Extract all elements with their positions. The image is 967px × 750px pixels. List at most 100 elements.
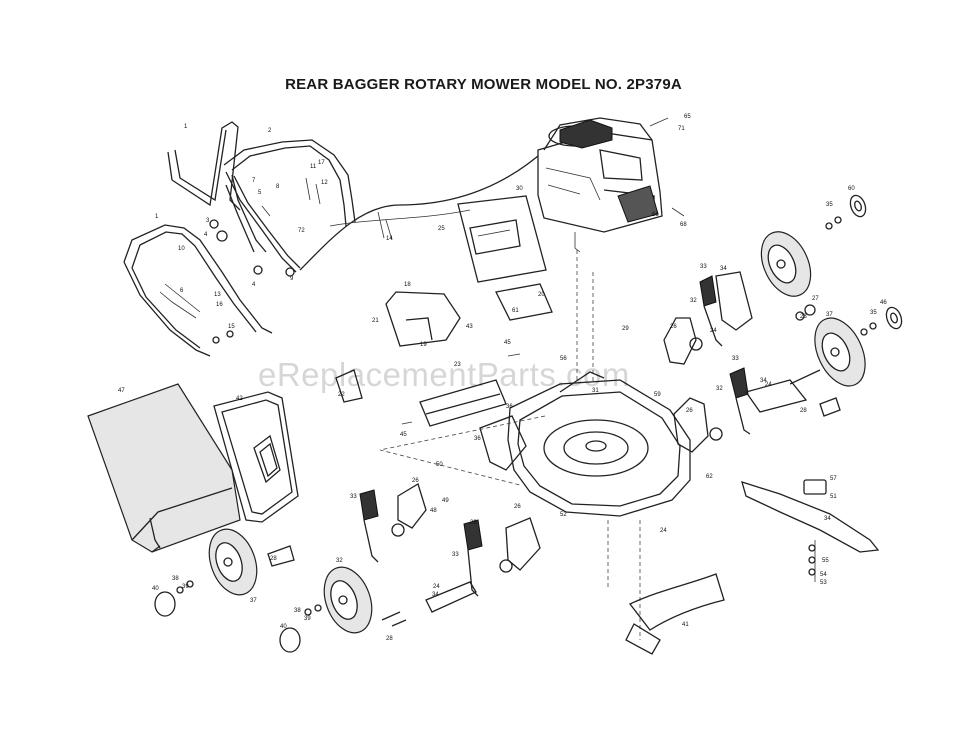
- part-label-14: 14: [386, 236, 393, 242]
- part-label-2: 2: [268, 128, 272, 134]
- part-label-16: 16: [216, 302, 223, 308]
- part-label-15: 15: [228, 324, 235, 330]
- washers: [176, 216, 877, 616]
- part-label-26c: 26: [412, 478, 419, 484]
- wheel-right-front: [789, 317, 866, 387]
- part-label-24: 24: [765, 382, 772, 388]
- part-label-57: 57: [830, 476, 837, 482]
- hub-cap-top-right: [849, 194, 867, 218]
- part-label-11: 11: [310, 164, 317, 170]
- part-label-65: 65: [684, 114, 691, 120]
- handle-upper-right: [223, 139, 356, 273]
- part-label-72: 72: [298, 228, 305, 234]
- part-label-55: 55: [822, 558, 829, 564]
- part-label-50: 50: [436, 462, 443, 468]
- part-label-8: 8: [276, 184, 280, 190]
- part-label-3: 3: [206, 218, 210, 224]
- part-label-17: 17: [318, 160, 325, 166]
- part-label-37: 37: [250, 598, 257, 604]
- part-label-46: 46: [880, 300, 887, 306]
- part-label-32: 32: [690, 298, 697, 304]
- part-label-4b: 4: [252, 282, 256, 288]
- upper-handle: [167, 121, 267, 253]
- height-adjuster-left-rear: [425, 517, 541, 613]
- part-label-34: 34: [720, 266, 727, 272]
- part-label-52: 52: [560, 512, 567, 518]
- part-label-34d: 34: [432, 592, 439, 598]
- watermark: eReplacementParts.com: [258, 356, 630, 393]
- part-label-45b: 45: [400, 432, 407, 438]
- wheel-left-front: [323, 566, 407, 634]
- part-label-28c: 28: [270, 556, 277, 562]
- part-label-10: 10: [178, 246, 185, 252]
- part-label-26b: 26: [686, 408, 693, 414]
- part-label-29: 29: [622, 326, 629, 332]
- part-label-37b: 37: [826, 312, 833, 318]
- part-label-51: 51: [830, 494, 837, 500]
- part-label-53: 53: [820, 580, 827, 586]
- part-label-56: 56: [560, 356, 567, 362]
- part-label-54: 54: [820, 572, 827, 578]
- hub-cap-left: [154, 591, 176, 617]
- grass-bag-frame: [213, 391, 299, 523]
- part-label-26: 26: [670, 324, 677, 330]
- part-label-24c: 24: [433, 584, 440, 590]
- part-label-47: 47: [118, 388, 125, 394]
- part-label-26d: 26: [514, 504, 521, 510]
- part-label-1b: 1: [155, 214, 159, 220]
- control-bracket: [457, 195, 547, 283]
- part-label-40b: 40: [280, 624, 287, 630]
- part-label-24b: 24: [710, 328, 717, 334]
- part-label-6: 6: [180, 288, 184, 294]
- part-label-5: 5: [258, 190, 262, 196]
- part-label-12: 12: [321, 180, 328, 186]
- height-adjuster-left-front: [359, 483, 427, 563]
- part-label-60: 60: [848, 186, 855, 192]
- part-label-28d: 28: [386, 636, 393, 642]
- baffle: [625, 573, 725, 655]
- part-label-20: 20: [538, 292, 545, 298]
- part-label-49: 49: [442, 498, 449, 504]
- part-label-34b: 34: [760, 378, 767, 384]
- part-label-35b: 35: [870, 310, 877, 316]
- part-label-18: 18: [404, 282, 411, 288]
- mower-blade: [741, 479, 880, 582]
- part-label-33: 33: [700, 264, 707, 270]
- part-label-28: 28: [800, 314, 807, 320]
- part-label-38b: 38: [294, 608, 301, 614]
- rear-deflector: [419, 379, 507, 427]
- part-label-41: 41: [682, 622, 689, 628]
- part-label-9: 9: [290, 276, 294, 282]
- grass-bag: [87, 383, 241, 553]
- part-label-43: 43: [466, 324, 473, 330]
- handle-hardware: [209, 117, 685, 425]
- part-label-7: 7: [252, 178, 256, 184]
- part-label-39b: 39: [304, 616, 311, 622]
- mower-deck: [479, 371, 691, 517]
- part-label-19: 19: [420, 342, 427, 348]
- part-label-61: 61: [512, 308, 519, 314]
- wheel-right-rear: [760, 231, 816, 321]
- engine: [537, 117, 663, 253]
- part-label-29b: 29: [470, 520, 477, 526]
- part-label-28b: 28: [800, 408, 807, 414]
- part-label-1: 1: [184, 124, 188, 130]
- cable-bracket: [335, 283, 553, 403]
- throttle-cable: [299, 149, 546, 271]
- part-label-32b: 32: [716, 386, 723, 392]
- part-label-36b: 36: [474, 436, 481, 442]
- part-label-66: 66: [652, 212, 659, 218]
- part-label-40: 40: [152, 586, 159, 592]
- part-label-31: 31: [592, 388, 599, 394]
- part-label-45: 45: [504, 340, 511, 346]
- part-label-71: 71: [678, 126, 685, 132]
- part-label-23: 23: [454, 362, 461, 368]
- part-label-27: 27: [812, 296, 819, 302]
- part-label-39: 39: [182, 584, 189, 590]
- part-number-labels: 1 2 1 3 4 4 5 6 7 8 9 10 11 12 13 14 15 …: [118, 114, 887, 642]
- part-label-62: 62: [706, 474, 713, 480]
- part-label-35: 35: [826, 202, 833, 208]
- part-label-24d: 24: [660, 528, 667, 534]
- part-label-4: 4: [204, 232, 208, 238]
